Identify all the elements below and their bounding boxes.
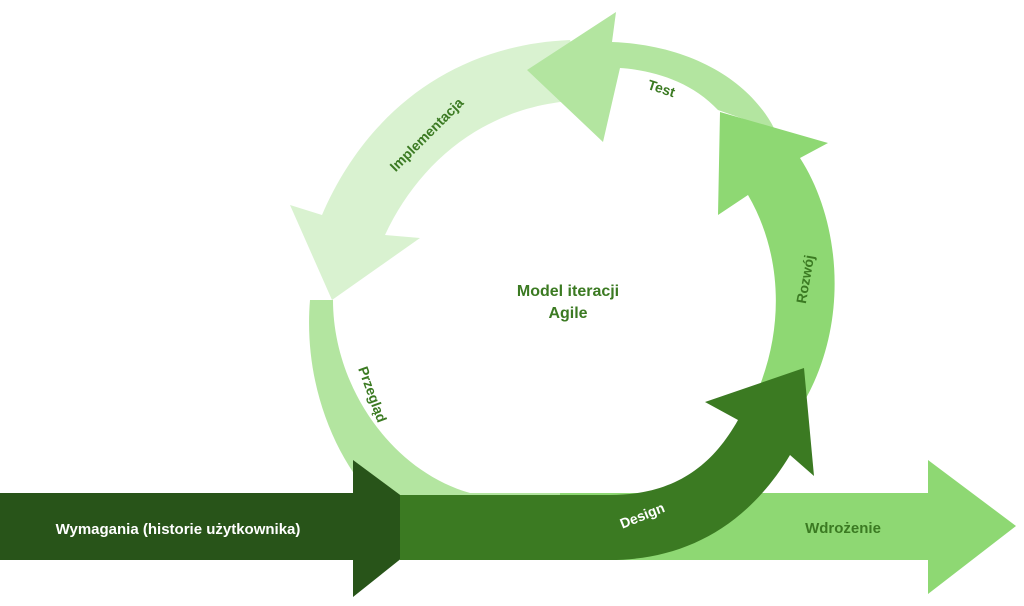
- requirements-label: Wymagania (historie użytkownika): [56, 521, 301, 538]
- requirements-arrow: [0, 460, 442, 597]
- implementation-arrow: [290, 40, 592, 300]
- development-arrow: [718, 112, 835, 400]
- test-label: Test: [646, 76, 678, 100]
- center-title-line2: Agile: [548, 305, 587, 322]
- deployment-label: Wdrożenie: [805, 520, 881, 537]
- design-arrow: [400, 368, 814, 560]
- test-arrow: [527, 12, 775, 142]
- center-title-line1: Model iteracji: [517, 283, 619, 300]
